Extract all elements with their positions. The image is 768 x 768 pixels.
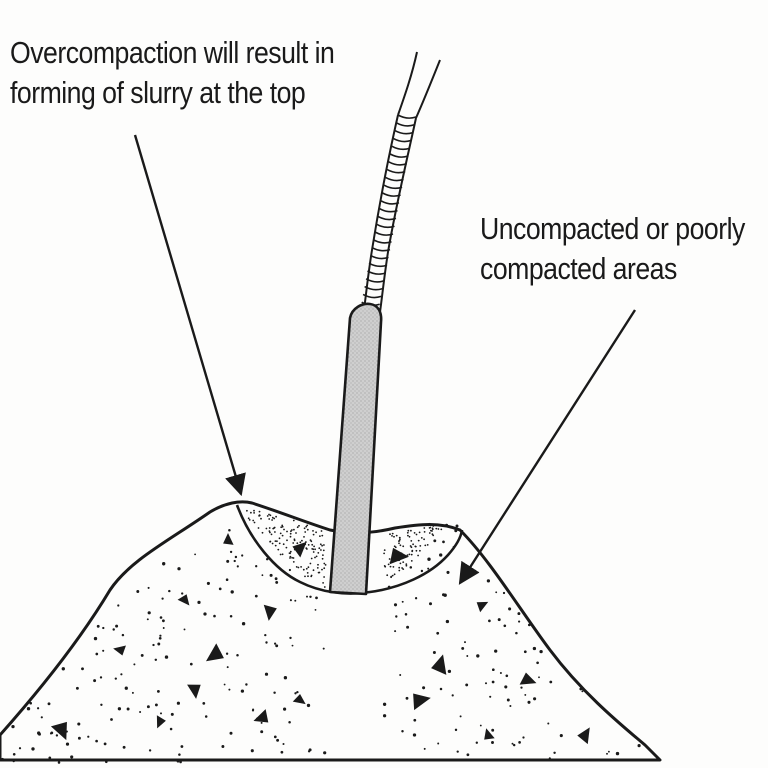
slurry-zone-outline bbox=[235, 504, 464, 595]
overcompaction-arrow bbox=[133, 134, 246, 497]
uncompacted-label: Uncompacted or poorly compacted areas bbox=[480, 209, 745, 289]
concrete-heap-outline bbox=[0, 500, 662, 762]
coarse-aggregate-marks bbox=[50, 533, 590, 745]
overcompaction-label-line1: Overcompaction will result in bbox=[10, 35, 335, 70]
uncompacted-label-line2: compacted areas bbox=[480, 251, 677, 286]
vibrator-poker bbox=[328, 302, 383, 596]
overcompaction-label: Overcompaction will result in forming of… bbox=[10, 33, 335, 113]
vibrator-cable bbox=[359, 51, 441, 314]
uncompacted-arrow bbox=[458, 309, 637, 585]
uncompacted-label-line1: Uncompacted or poorly bbox=[480, 211, 745, 246]
overcompaction-label-line2: forming of slurry at the top bbox=[10, 75, 306, 110]
slurry-stipple bbox=[246, 509, 443, 588]
concrete-stipple bbox=[1, 523, 641, 764]
